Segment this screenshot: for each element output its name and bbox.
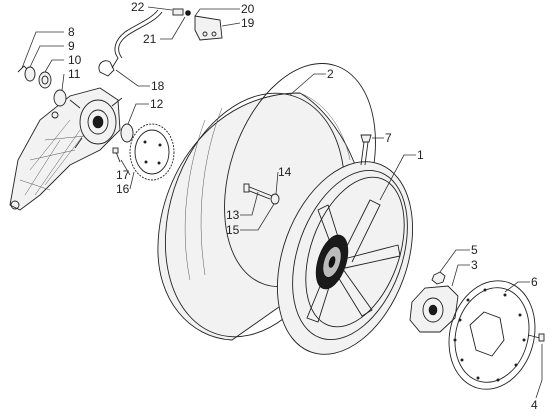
callout-16: 16 (116, 182, 130, 196)
brake-disc-6 (448, 280, 536, 390)
brake-flange-3-nut-5 (409, 271, 459, 333)
callout-17: 17 (116, 168, 130, 182)
tone-ring-part (129, 123, 175, 181)
callout-2: 2 (327, 67, 334, 81)
callout-7: 7 (385, 131, 392, 145)
bolt-7-part (360, 134, 372, 166)
callout-21: 21 (143, 32, 157, 46)
callout-18: 18 (151, 79, 165, 93)
callout-1: 1 (417, 148, 424, 162)
callout-12: 12 (150, 97, 164, 111)
callout-10: 10 (68, 53, 82, 67)
abs-sensor-cable (98, 8, 223, 77)
callout-20: 20 (241, 2, 255, 16)
callout-8: 8 (68, 25, 75, 39)
callouts-layer: 1 2 3 4 5 6 7 8 9 10 11 12 13 (21, 0, 543, 412)
hub-carrier-part (69, 97, 134, 149)
callout-11: 11 (68, 67, 81, 81)
disc-screw-4 (527, 333, 545, 342)
callout-15: 15 (226, 223, 240, 237)
callout-9: 9 (68, 39, 75, 53)
callout-13: 13 (226, 208, 240, 222)
callout-6: 6 (531, 275, 538, 289)
callout-5: 5 (471, 243, 478, 257)
callout-3: 3 (471, 258, 478, 272)
small-parts-8-11 (17, 65, 67, 107)
screw-13-washer-15 (243, 183, 280, 205)
callout-19: 19 (241, 16, 255, 30)
callout-14: 14 (278, 165, 292, 179)
callout-4: 4 (531, 398, 538, 412)
callout-22: 22 (131, 0, 145, 14)
wheel-rim-part (276, 161, 414, 355)
screw-17 (112, 147, 121, 163)
